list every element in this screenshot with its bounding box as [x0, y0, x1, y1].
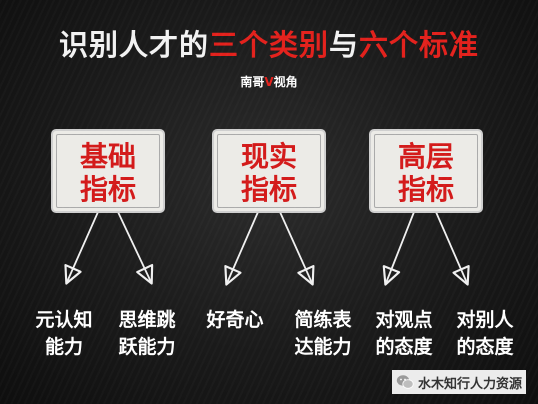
- leaf-opinion-attitude: 对观点 的态度: [361, 307, 447, 361]
- leaf-line1: 好奇心: [206, 309, 264, 331]
- category-label-line1: 高层: [397, 140, 454, 173]
- category-label: 高层 指标: [371, 140, 481, 206]
- leaf-line1: 思维跳: [118, 309, 176, 331]
- category-label-line2: 指标: [79, 173, 136, 206]
- leaf-line2: 能力: [44, 336, 83, 358]
- title-part-4: 六个标准: [359, 28, 480, 62]
- leaf-line2: 达能力: [294, 336, 352, 358]
- category-label: 现实 指标: [214, 140, 324, 206]
- leaf-line2: 跃能力: [118, 336, 176, 358]
- leaf-line2: 的态度: [456, 336, 514, 358]
- arrow-high-to-opinion-attitude: [382, 211, 415, 286]
- category-label-line1: 基础: [79, 140, 136, 173]
- leaf-concise-expression: 简练表 达能力: [280, 307, 366, 361]
- leaf-line1: 对观点: [375, 309, 433, 331]
- category-label-line2: 指标: [397, 173, 454, 206]
- arrow-high-to-others-attitude: [435, 211, 470, 286]
- leaf-others-attitude: 对别人 的态度: [442, 307, 528, 361]
- leaf-metacognition: 元认知 能力: [21, 307, 107, 361]
- leaf-line2: 的态度: [375, 336, 433, 358]
- arrow-basic-to-metacognition: [64, 211, 99, 285]
- category-box-high: 高层 指标: [371, 131, 481, 211]
- arrow-real-to-curiosity: [224, 211, 259, 286]
- leaf-line1: 对别人: [456, 309, 514, 331]
- title-part-1: 识别人才的: [58, 28, 209, 62]
- author-tag-before: 南哥: [240, 75, 265, 89]
- category-box-real: 现实 指标: [214, 131, 324, 211]
- author-tag-after: 视角: [273, 75, 298, 89]
- author-tag-mark: V: [264, 75, 274, 89]
- leaf-curiosity: 好奇心: [192, 307, 278, 334]
- watermark-text: 水木知行人力资源: [417, 376, 522, 392]
- category-label: 基础 指标: [53, 140, 163, 206]
- source-watermark: 水木知行人力资源: [391, 370, 526, 394]
- leaf-line1: 简练表: [294, 309, 352, 331]
- arrow-basic-to-thinking-leap: [117, 211, 154, 285]
- leaf-line1: 元认知: [35, 309, 93, 331]
- category-box-basic: 基础 指标: [53, 131, 163, 211]
- category-label-line1: 现实: [240, 140, 297, 173]
- arrow-real-to-concise-expression: [279, 211, 315, 286]
- author-tag: 南哥V视角: [0, 73, 538, 90]
- wechat-icon: [396, 374, 414, 390]
- leaf-thinking-leap: 思维跳 跃能力: [104, 307, 190, 361]
- diagram-title: 识别人才的三个类别与六个标准: [0, 22, 538, 64]
- category-label-line2: 指标: [240, 173, 297, 206]
- title-part-3: 与: [329, 28, 360, 62]
- title-part-2: 三个类别: [208, 28, 329, 62]
